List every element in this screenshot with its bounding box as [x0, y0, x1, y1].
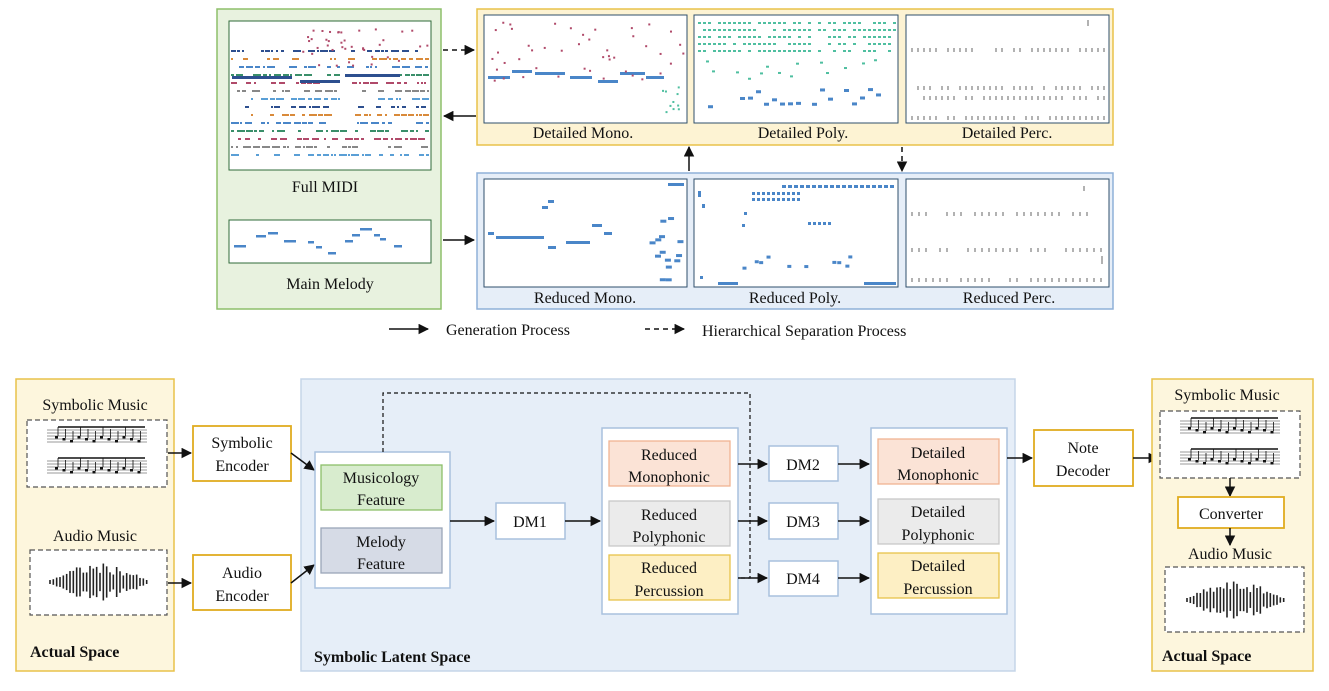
dm1-label: DM1 — [513, 514, 547, 531]
detailed-percussion-box — [877, 552, 1000, 599]
detailed-monophonic-line2: Monophonic — [897, 467, 979, 484]
reduced-mono-roll — [483, 178, 688, 288]
reduced-mono-label: Reduced Mono. — [534, 290, 636, 307]
input-score-box — [26, 419, 168, 488]
main-melody-label: Main Melody — [286, 276, 374, 293]
output-waveform-icon — [1186, 581, 1285, 619]
reduced-perc-label: Reduced Perc. — [963, 290, 1055, 307]
reduced-perc-notes — [911, 186, 1103, 282]
detailed-poly-label: Detailed Poly. — [758, 125, 849, 142]
audio-encoder-line1: Audio — [222, 565, 262, 582]
detailed-polyphonic-line1: Detailed — [911, 504, 965, 521]
musicology-feature-line2: Feature — [357, 492, 405, 509]
legend-separation-label: Hierarchical Separation Process — [702, 323, 906, 340]
full-midi-label: Full MIDI — [292, 179, 358, 196]
sym-encoder-to-features-arrow — [290, 452, 315, 471]
input-waveform-icon — [49, 563, 148, 601]
reduced-percussion-line2: Percussion — [634, 583, 703, 600]
melody-feature-line1: Melody — [356, 534, 406, 551]
dm3-label: DM3 — [786, 514, 820, 531]
detailed-percussion-line1: Detailed — [911, 558, 965, 575]
audio-encoder-to-features-arrow — [290, 564, 315, 584]
converter-label: Converter — [1199, 506, 1264, 523]
converter-box — [1177, 496, 1285, 529]
detailed-poly-roll — [693, 14, 899, 124]
full-midi-notes — [231, 28, 429, 156]
musicology-feature-box — [320, 464, 443, 511]
detailed-monophonic-line1: Detailed — [911, 445, 965, 462]
melody-feature-line2: Feature — [357, 556, 405, 573]
musicology-feature-line1: Musicology — [343, 470, 419, 487]
output-symbolic-music-label: Symbolic Music — [1174, 387, 1279, 404]
input-actual-space-label: Actual Space — [30, 644, 119, 661]
output-actual-space-label: Actual Space — [1162, 648, 1251, 665]
reduced-perc-roll — [905, 178, 1110, 288]
output-audio-music-label: Audio Music — [1188, 546, 1272, 563]
main-melody-notes — [234, 228, 402, 255]
dm1-box — [495, 502, 566, 540]
reduced-poly-roll — [693, 178, 899, 288]
detailed-perc-notes — [911, 20, 1105, 120]
reduced-polyphonic-box — [608, 500, 731, 547]
detailed-perc-label: Detailed Perc. — [962, 125, 1053, 142]
output-score-box — [1159, 410, 1301, 479]
reduced-mono-notes — [488, 183, 684, 282]
latent-space-label: Symbolic Latent Space — [314, 649, 470, 666]
detailed-mono-label: Detailed Mono. — [533, 125, 633, 142]
reduced-percussion-line1: Reduced — [641, 560, 697, 577]
output-score-icon — [1180, 417, 1280, 465]
reduced-monophonic-box — [608, 440, 731, 487]
symbolic-encoder-line1: Symbolic — [211, 435, 272, 452]
reduced-percussion-box — [608, 554, 731, 601]
input-audio-music-label: Audio Music — [53, 528, 137, 545]
detailed-mono-notes — [488, 21, 685, 114]
reduced-polyphonic-line2: Polyphonic — [633, 529, 706, 546]
legend-generation-label: Generation Process — [446, 322, 570, 339]
reduced-monophonic-line1: Reduced — [641, 447, 697, 464]
dm2-box — [768, 445, 839, 482]
dm2-label: DM2 — [786, 457, 820, 474]
detailed-polyphonic-line2: Polyphonic — [902, 527, 975, 544]
note-decoder-box — [1033, 429, 1134, 487]
note-decoder-line1: Note — [1067, 440, 1098, 457]
reduced-poly-notes — [698, 185, 896, 285]
symbolic-encoder-line2: Encoder — [215, 458, 269, 475]
audio-encoder-line2: Encoder — [215, 588, 269, 605]
detailed-polyphonic-box — [877, 498, 1000, 545]
reduced-poly-label: Reduced Poly. — [749, 290, 841, 307]
melody-feature-box — [320, 527, 443, 574]
input-symbolic-music-label: Symbolic Music — [42, 397, 147, 414]
reduced-monophonic-line2: Monophonic — [628, 469, 710, 486]
detailed-poly-notes — [698, 22, 896, 109]
reduced-polyphonic-line1: Reduced — [641, 507, 697, 524]
detailed-perc-roll — [905, 14, 1110, 124]
note-decoder-line2: Decoder — [1056, 463, 1111, 480]
main-melody-roll — [228, 219, 432, 264]
input-score-icon — [47, 426, 147, 474]
detailed-monophonic-box — [877, 438, 1000, 485]
detailed-percussion-line2: Percussion — [903, 581, 972, 598]
dm4-label: DM4 — [786, 571, 820, 588]
full-midi-roll — [228, 20, 432, 171]
